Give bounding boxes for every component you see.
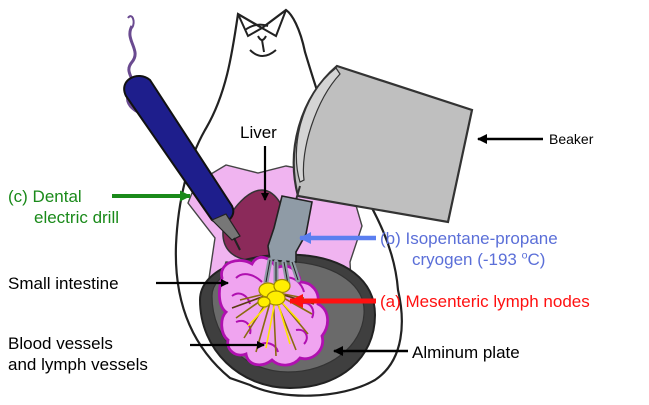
beaker-label: Beaker <box>549 131 593 147</box>
cryogen-label-line1: (b) Isopentane-propane <box>380 229 558 249</box>
vessels-label-line1: Blood vessels <box>8 334 113 354</box>
liver-label: Liver <box>240 123 277 143</box>
drill-label-line1: (c) Dental <box>8 187 82 207</box>
beaker <box>294 66 472 222</box>
plate-label: Alminum plate <box>412 343 520 363</box>
cryogen-label-line2: cryogen (-193 oC) <box>412 250 545 270</box>
lymph-nodes-label: (a) Mesenteric lymph nodes <box>380 292 590 312</box>
drill-label-line2: electric drill <box>34 208 119 228</box>
small-intestine-label: Small intestine <box>8 274 119 294</box>
vessels-label-line2: and lymph vessels <box>8 355 148 375</box>
